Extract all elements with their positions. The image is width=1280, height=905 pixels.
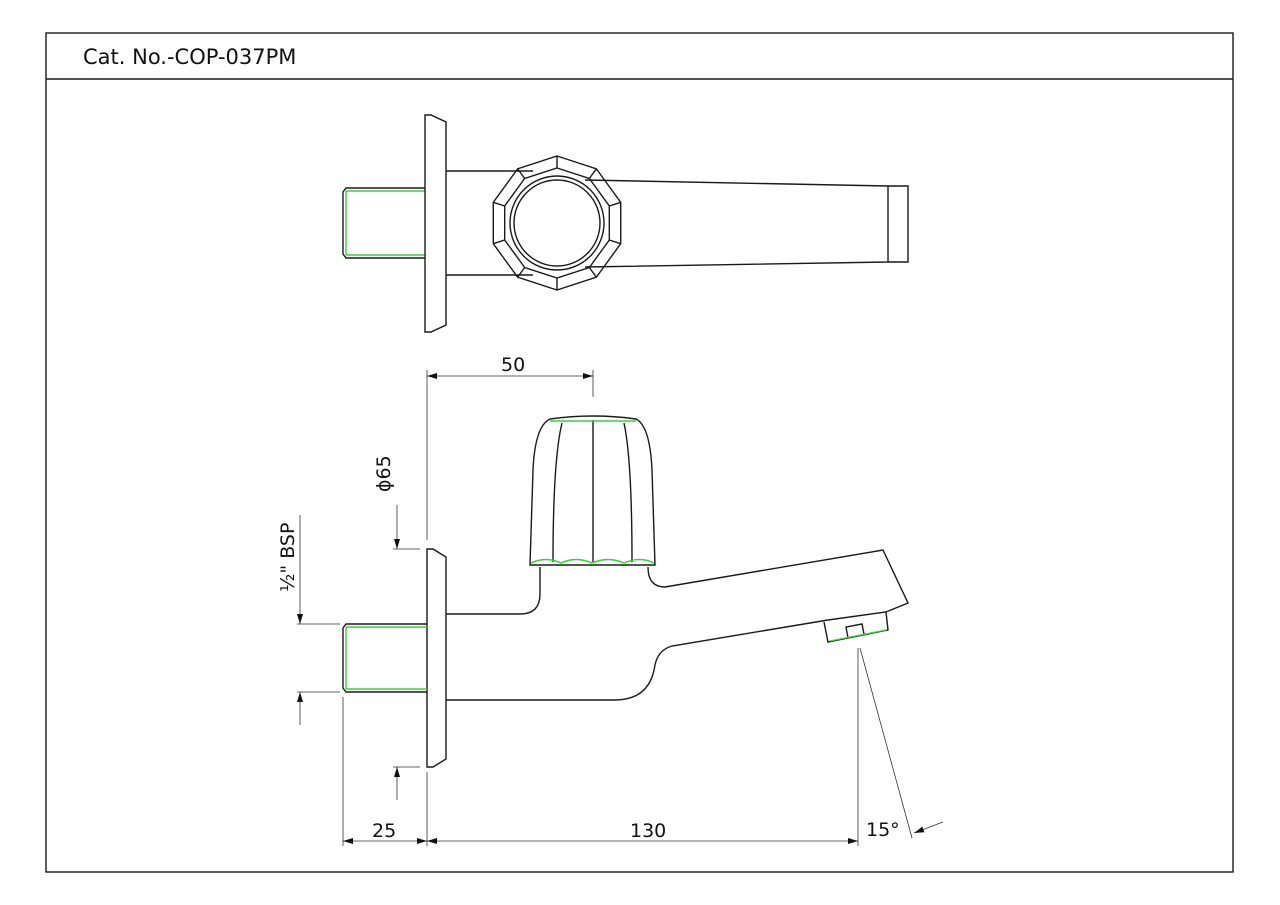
body (446, 170, 533, 276)
decagon-edge (609, 201, 621, 207)
decagon-edge (609, 239, 621, 245)
decagon-edge (493, 239, 505, 245)
dim-25: 25 (372, 820, 396, 842)
dim-50: 50 (501, 354, 525, 376)
wall-flange (424, 114, 447, 333)
dimensions: 50 ϕ65 ½" BSP 25 130 15° (277, 354, 944, 846)
wall-flange-side (426, 548, 447, 768)
dim-thread-size: ½" BSP (277, 523, 299, 592)
knob-decagon (492, 155, 622, 291)
decagon-edge (517, 267, 526, 278)
dim-130: 130 (630, 820, 666, 842)
decagon-edge (588, 267, 597, 278)
body-side (446, 567, 829, 701)
drawing-frame (45, 32, 1234, 873)
top-view (342, 114, 909, 333)
stub-thread-side (342, 623, 427, 693)
dim-knob-diameter: ϕ65 (373, 455, 395, 492)
dim-angle: 15° (866, 819, 900, 841)
spout-top (584, 179, 909, 268)
decagon-edge (493, 201, 505, 207)
stub-thread (342, 187, 425, 259)
decagon-edge (588, 168, 597, 179)
side-view (342, 415, 909, 768)
knob-side (529, 415, 656, 566)
decagon-edge (517, 168, 526, 179)
spout-side (647, 549, 909, 621)
decagon-outline (503, 167, 611, 279)
catalog-title: Cat. No.-COP-037PM (83, 45, 296, 69)
